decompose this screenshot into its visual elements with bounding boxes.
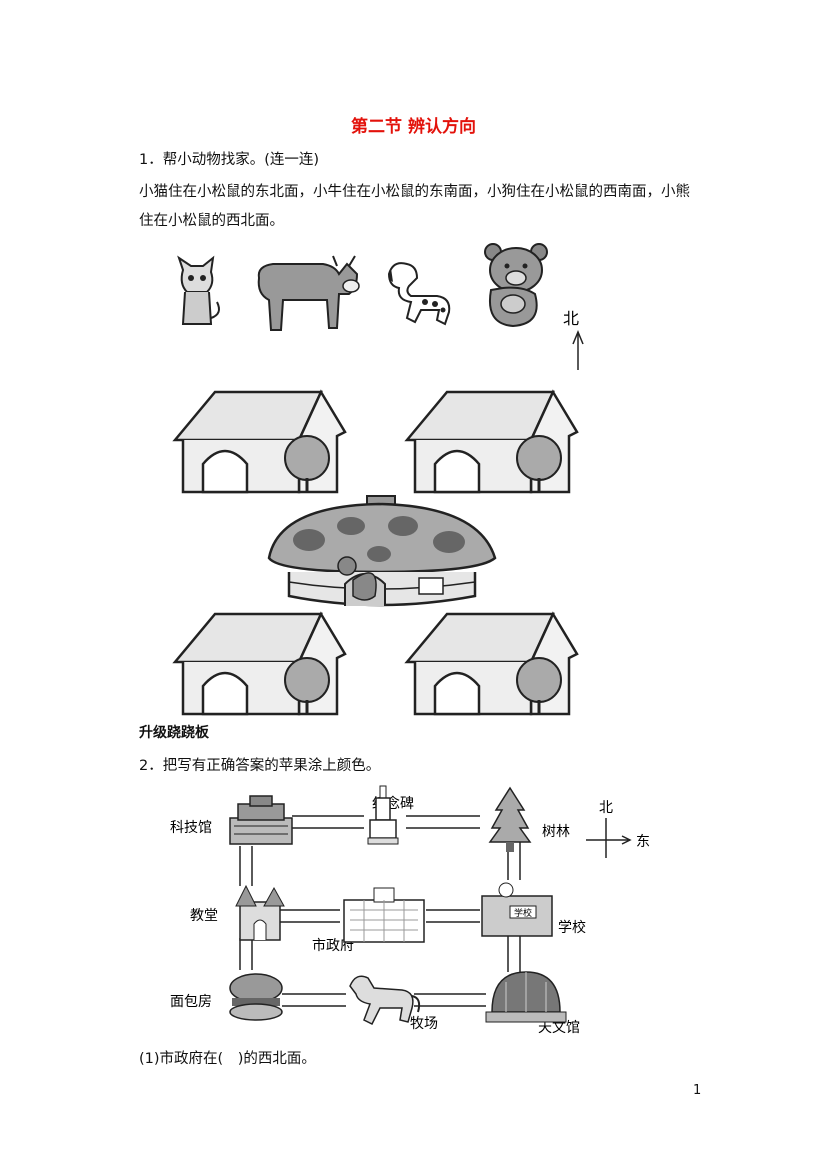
question-1-text: 小猫住在小松鼠的东北面，小牛住在小松鼠的东南面，小狗住在小松鼠的西南面，小熊住在… [139,184,690,229]
page-title: 第二节 辨认方向 [351,117,476,137]
question-1-instruction: 1．帮小动物找家。(连一连) [139,152,320,168]
house-nw-icon [172,389,347,494]
dog-icon [387,262,451,326]
monument-icon [367,785,399,845]
label-muchang: 牧场 [410,1016,438,1032]
bakery-icon [229,973,283,1021]
school-sign-label: 学校 [514,907,532,919]
question-2-instruction: 2．把写有正确答案的苹果涂上颜色。 [139,758,381,774]
school-icon: 学校 [481,882,553,937]
question-2-sub-1: (1)市政府在( )的西北面。 [139,1051,316,1067]
city-hall-icon [343,887,425,943]
church-icon [235,884,285,941]
north-label: 北 [563,309,579,328]
compass-icon [586,818,632,858]
cow-icon [257,255,360,331]
ranch-horse-icon [349,975,421,1026]
house-sw-icon [172,611,347,716]
mushroom-house-icon [267,495,497,607]
section-label: 升级跷跷板 [139,725,209,741]
compass-north-label: 北 [599,800,613,816]
science-museum-icon [229,795,293,845]
north-arrow-icon [572,330,584,370]
house-se-icon [404,611,579,716]
town-map-figure: 科技馆 纪念碑 树林 教堂 市政府 学校 面包房 牧场 天文馆 北 东 [170,785,650,1036]
road-lines [239,815,521,1007]
label-keji: 科技馆 [170,820,212,836]
forest-icon [488,786,532,852]
label-xuexiao: 学校 [558,919,586,936]
planetarium-icon [485,971,567,1023]
label-shulin: 树林 [542,824,570,840]
house-ne-icon [404,389,579,494]
label-jiaotang: 教堂 [190,908,218,924]
bear-icon [484,243,548,328]
label-tianwen: 天文馆 [538,1020,580,1036]
page-number: 1 [693,1083,702,1098]
cat-icon [177,255,220,325]
compass-east-label: 东 [636,834,650,850]
animal-houses-figure: 北 [172,243,584,716]
label-mianbao: 面包房 [170,994,212,1010]
